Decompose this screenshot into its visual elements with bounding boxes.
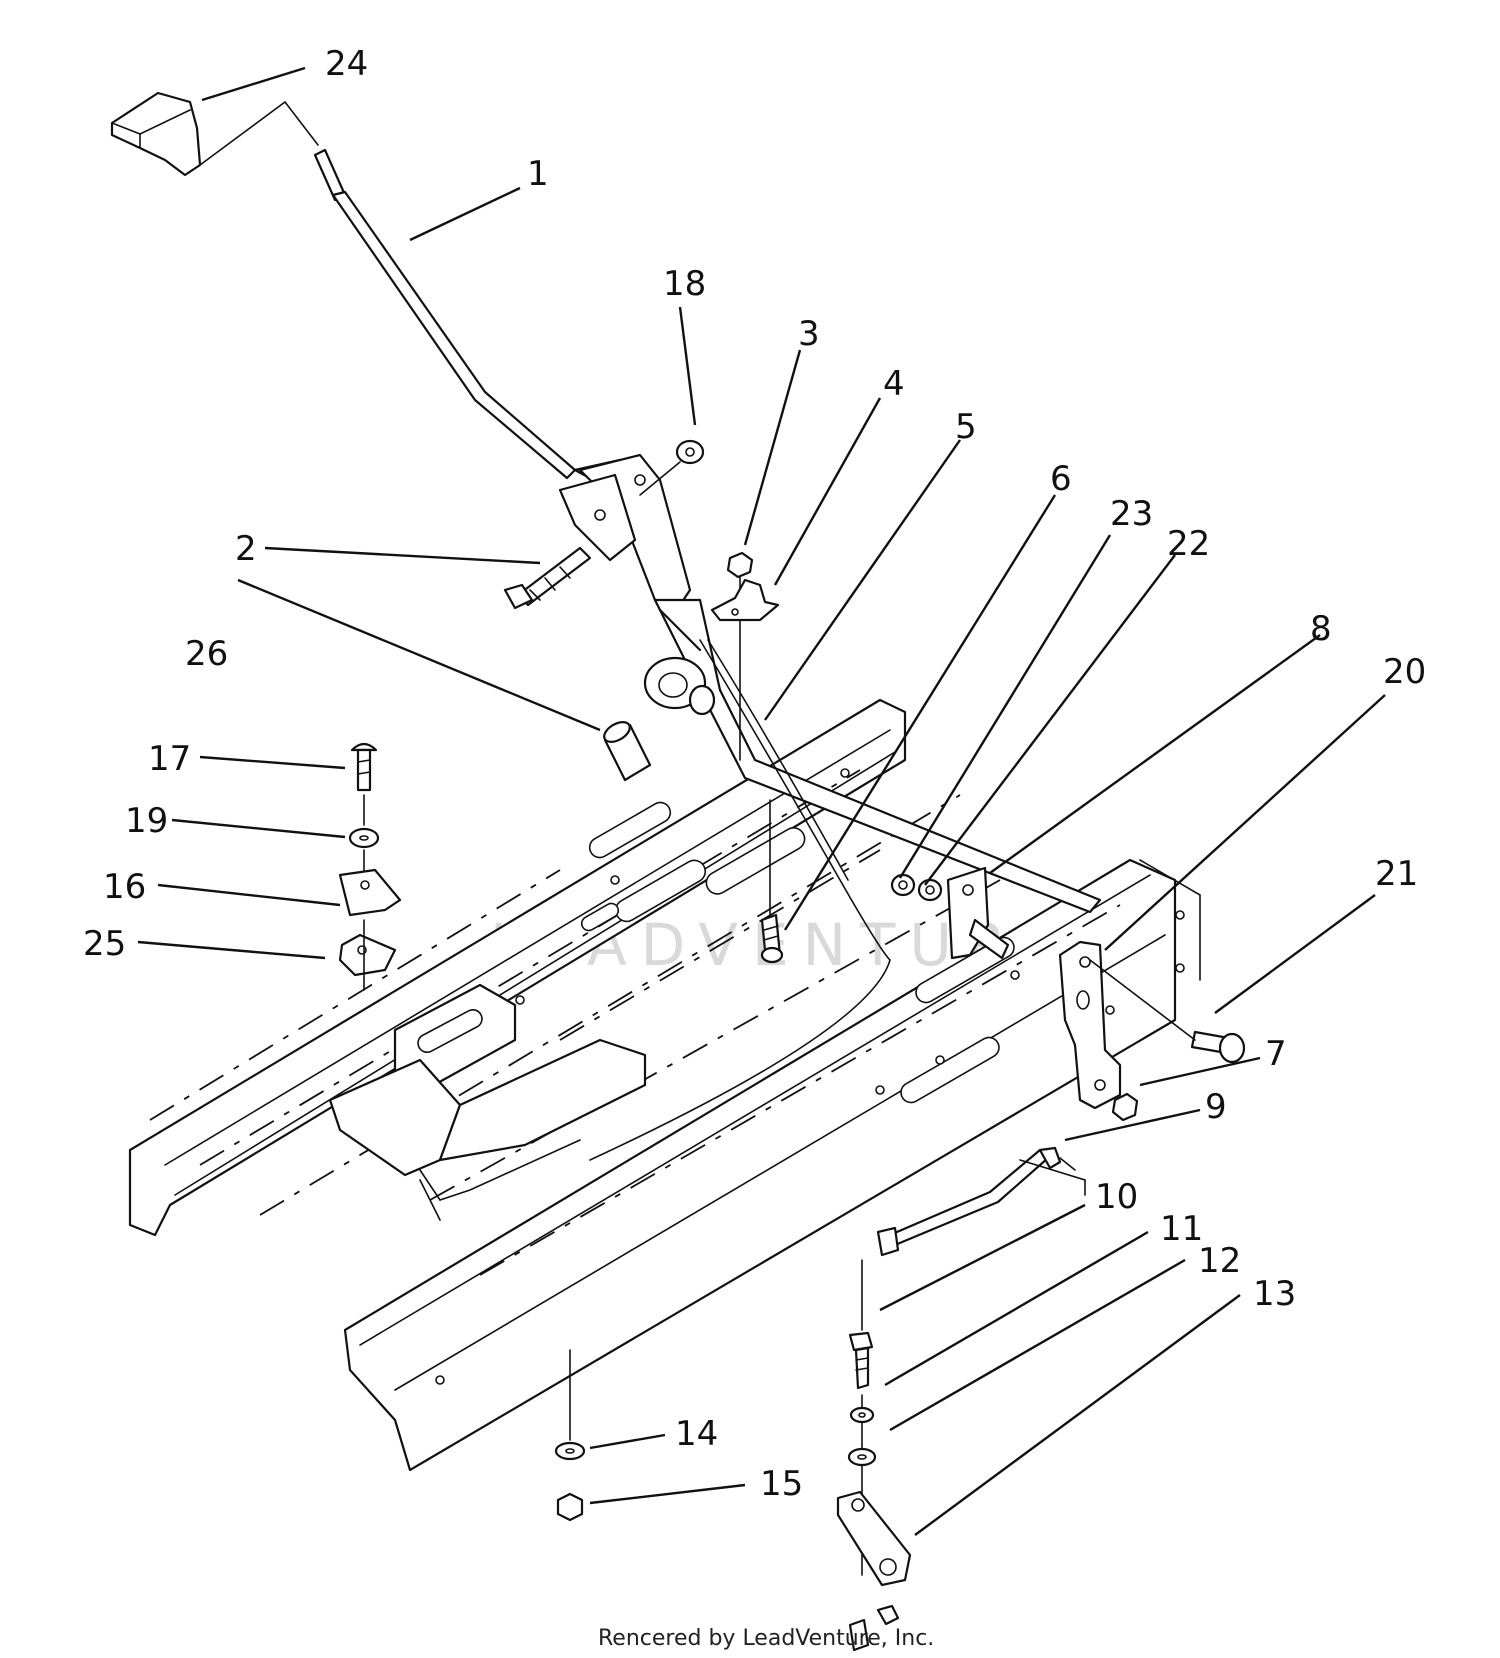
callout-2: 2: [235, 529, 257, 569]
cable-5: [589, 639, 891, 1161]
callout-4: 4: [883, 364, 905, 404]
nut-18: [639, 439, 705, 496]
callout-9: 9: [1205, 1087, 1227, 1127]
deck-bracket: [328, 983, 647, 1221]
nut-23: [890, 873, 916, 897]
washer-19: [348, 827, 380, 849]
callout-12: 12: [1198, 1241, 1241, 1281]
callout-18: 18: [663, 264, 706, 304]
callout-3: 3: [798, 314, 820, 354]
callout-21: 21: [1375, 854, 1418, 894]
shift-knob: [110, 91, 319, 177]
frame-rails: [128, 698, 1177, 1472]
clamp-4: [710, 578, 780, 622]
callout-22: 22: [1167, 524, 1210, 564]
bolt-10: [848, 1259, 874, 1576]
bolt-6: [760, 799, 784, 964]
bolt-2: [503, 546, 592, 610]
bolt-17: [350, 742, 378, 826]
callout-23: 23: [1110, 494, 1153, 534]
bolt-21: [1089, 959, 1246, 1064]
shift-lever: [313, 148, 1102, 914]
callout-5: 5: [955, 407, 977, 447]
rod-9: [876, 1146, 1086, 1257]
callout-24: 24: [325, 44, 368, 84]
callout-10: 10: [1095, 1177, 1138, 1217]
washer-11: [849, 1406, 875, 1424]
callout-25: 25: [83, 924, 126, 964]
callouts: 24 1 18 3 4 5 6 23 22 8 20 21 7 9 10 11 …: [83, 44, 1426, 1504]
bushing-26: [603, 721, 652, 782]
callout-8: 8: [1310, 609, 1332, 649]
bracket-13: [836, 1490, 912, 1652]
plate-20: [1058, 859, 1201, 1110]
callout-11: 11: [1160, 1209, 1203, 1249]
clip-16: [338, 849, 402, 917]
callout-6: 6: [1050, 459, 1072, 499]
nut-15: [556, 1492, 584, 1522]
footer-credit: Rencered by LeadVenture, Inc.: [598, 1626, 934, 1651]
callout-19: 19: [125, 801, 168, 841]
nut-7: [1111, 1092, 1139, 1122]
washer-14: [554, 1349, 586, 1461]
pivot-assembly: [643, 656, 716, 716]
plate-25: [338, 919, 397, 991]
callout-14: 14: [675, 1414, 718, 1454]
callout-15: 15: [760, 1464, 803, 1504]
bracket-8: [946, 866, 1010, 960]
washer-22: [917, 878, 943, 902]
callout-20: 20: [1383, 652, 1426, 692]
callout-16: 16: [103, 867, 146, 907]
callout-13: 13: [1253, 1274, 1296, 1314]
callout-26: 26: [185, 634, 228, 674]
callout-17: 17: [148, 739, 191, 779]
callout-7: 7: [1265, 1034, 1287, 1074]
washer-12: [847, 1447, 877, 1467]
leader-lines: [137, 66, 1386, 1536]
callout-1: 1: [527, 154, 549, 194]
